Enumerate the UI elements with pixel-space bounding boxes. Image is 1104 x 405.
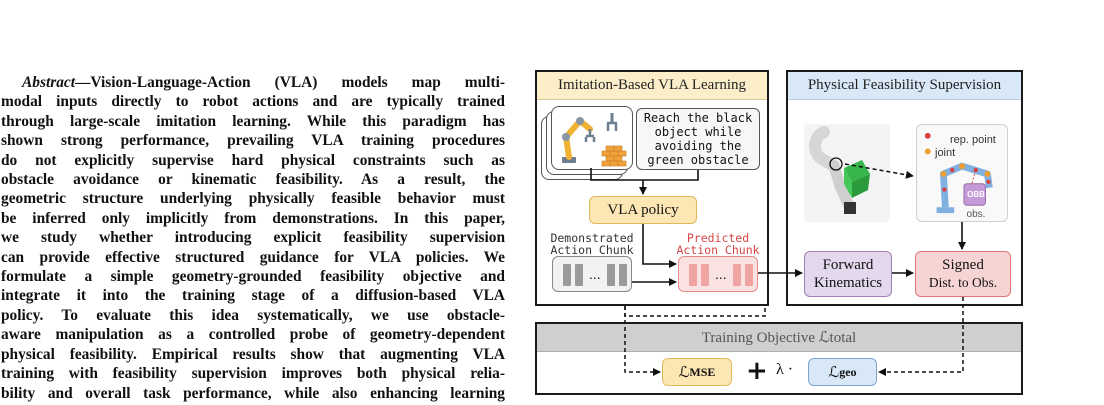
robot-scene-render (804, 124, 890, 222)
abstract-line: geometric structure underlying physicall… (1, 190, 505, 208)
loss-mse-symbol: ℒ (678, 364, 690, 381)
abstract-line: we study whether introducing explicit fe… (1, 229, 505, 247)
lambda-weight: λ · (776, 361, 794, 378)
chunk-ellipsis: ... (715, 266, 727, 282)
policy-to-predicted-arrow (642, 224, 677, 268)
feasibility-panel-title: Physical Feasibility Supervision (788, 72, 1021, 100)
abstract-line: obstacle avoidance or kinematic feasibil… (1, 171, 505, 189)
dashed-arrows (624, 163, 964, 376)
abstract-line: bility and overall task performance, whi… (1, 384, 505, 402)
abstract-line: shown strong performance, prevailing VLA… (1, 132, 505, 150)
input-merge-arrow (590, 168, 699, 181)
abstract-line: formulate a simple geometry-grounded fea… (1, 268, 505, 286)
objective-panel-title: Training Objective ℒtotal (537, 324, 1021, 352)
to-loss-mse-arrow (624, 306, 661, 376)
legend-joint: joint (935, 147, 956, 159)
language-instruction: Reach the black object while avoiding th… (636, 108, 760, 170)
abstract-line: aware manipulation as a controlled probe… (1, 326, 505, 344)
demonstrated-chunk-label: Demonstrated Action Chunk (550, 231, 634, 257)
obstacle-label: obs. (966, 209, 986, 220)
plus-sign: + (746, 356, 768, 386)
abstract-line: physical feasibility. Empirical results … (1, 345, 505, 363)
action-bar (733, 264, 741, 286)
abstract-line: do not explicitly supervise hard physica… (1, 151, 505, 169)
action-bar (563, 264, 571, 286)
flow-arrows (590, 168, 966, 286)
robot-arm-illustration (551, 106, 633, 170)
kinematic-schematic: rep. point joint OBB obs. (916, 124, 1008, 222)
action-bar (701, 264, 709, 286)
forward-kinematics-box: Forward Kinematics (804, 251, 892, 297)
obb-label: OBB (967, 190, 985, 199)
abstract-line: be inferred only implicitly from demonst… (1, 209, 505, 227)
abstract-line: Abstract—Vision-Language-Action (VLA) mo… (22, 74, 505, 91)
photo-to-schematic-arrow (844, 163, 914, 179)
schematic-drawing (924, 132, 993, 214)
loss-geo-subscript: geo (839, 364, 857, 379)
action-bar (619, 264, 627, 286)
abstract-text: Abstract—Vision-Language-Action (VLA) mo… (1, 73, 505, 405)
loss-geo-symbol: ℒ (828, 364, 840, 381)
abstract-line: training with feasibility supervision im… (1, 365, 505, 383)
abstract-line: policy. To evaluate this idea systematic… (1, 306, 505, 324)
loss-mse-connector (624, 306, 766, 317)
abstract-line: can provide effective structured guidanc… (1, 248, 505, 266)
action-bar (745, 264, 753, 286)
action-bar (689, 264, 697, 286)
abstract-label: Abstract (22, 74, 76, 91)
predicted-chunk-label: Predicted Action Chunk (676, 231, 760, 257)
legend-rep-point: rep. point (950, 134, 996, 146)
to-loss-geo-arrow (878, 297, 964, 376)
imitation-panel-title: Imitation-Based VLA Learning (537, 72, 767, 100)
abstract-line: through large-scale imitation learning. … (1, 112, 505, 130)
objective-panel: Training Objective ℒtotal (535, 322, 1023, 395)
action-bar (575, 264, 583, 286)
action-bar (607, 264, 615, 286)
abstract-line: modal inputs directly to robot actions a… (1, 93, 505, 111)
abstract-line: integrate it into the training stage of … (1, 287, 505, 305)
loss-mse-subscript: MSE (689, 364, 716, 379)
signed-distance-box: Signed Dist. to Obs. (915, 251, 1011, 297)
chunk-ellipsis: ... (589, 266, 601, 282)
demonstrated-action-chunk: ... (552, 256, 632, 292)
predicted-action-chunk: ... (678, 256, 758, 292)
robot-arm-icon (562, 113, 627, 167)
vla-policy-box: VLA policy (589, 196, 697, 224)
robot-render-icon (809, 126, 870, 214)
